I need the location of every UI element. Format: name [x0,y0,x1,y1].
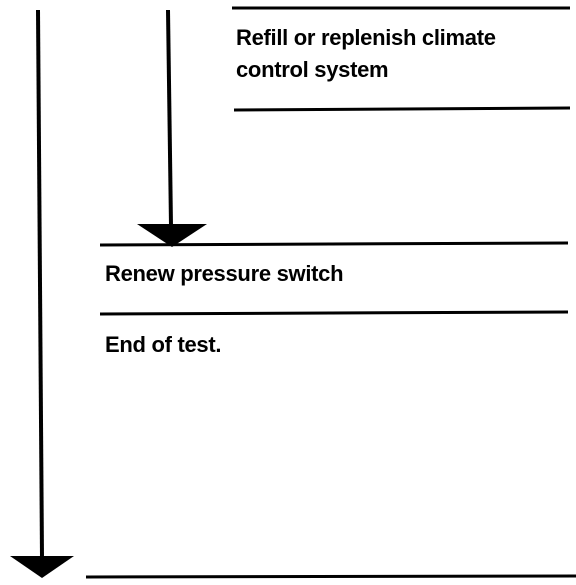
refill-step-label: Refill or replenish climate control syst… [236,22,496,86]
renew-step-label: Renew pressure switch [105,261,344,286]
end-step-label: End of test. [105,332,222,357]
renew-bottom-rule [99,310,569,316]
middle-flow-arrowhead [137,224,207,247]
refill-bottom-rule [233,106,571,112]
left-flow-line [36,9,44,559]
left-flow-arrowhead [10,556,74,578]
middle-flow-line [166,9,173,227]
refill-step-line-1: Refill or replenish climate [236,25,496,50]
bottom-rule [85,574,576,579]
refill-step-line-2: control system [236,57,389,82]
renew-top-rule [99,241,569,247]
